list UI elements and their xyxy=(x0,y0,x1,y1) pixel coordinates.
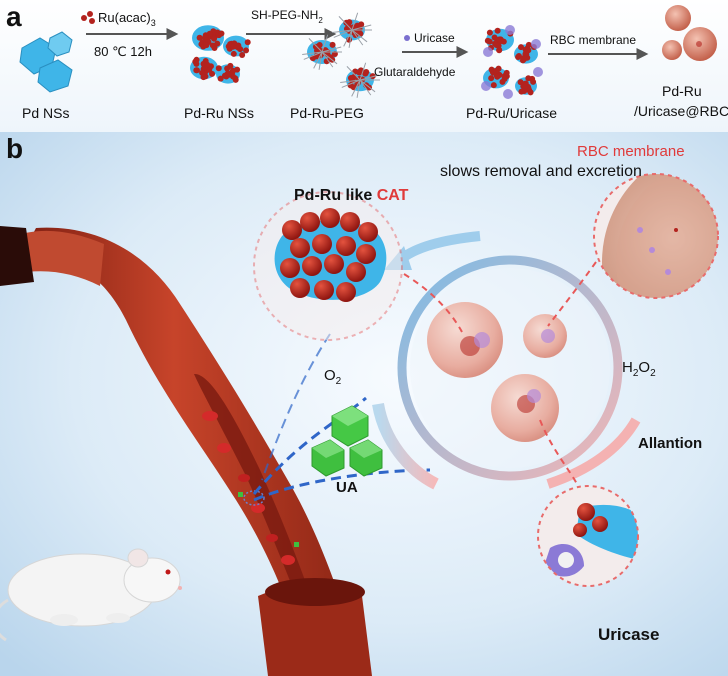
o2-label: O2 xyxy=(324,367,342,387)
panel-b-letter: b xyxy=(6,133,23,164)
h2o2-label: H2O2 xyxy=(622,359,656,379)
pd-nanosheets-icon xyxy=(19,31,73,93)
uric-acid-cubes-icon xyxy=(311,405,383,477)
mouse-icon xyxy=(0,548,182,642)
blood-vessel xyxy=(0,226,372,676)
uricase-dot-icon xyxy=(404,35,410,41)
pdru-cat-label: Pd-Ru like CAT xyxy=(294,187,409,204)
uricase-zoom xyxy=(537,485,639,587)
zoom-line-rbc xyxy=(547,261,597,327)
final-label-line1: Pd-Ru xyxy=(662,83,702,99)
pd-ru-zoom xyxy=(253,191,403,341)
pd-ru-uricase-icon xyxy=(481,25,543,99)
reagent-3-label: Uricase xyxy=(414,31,455,45)
reagent-2-label: SH-PEG-NH2 xyxy=(251,8,323,25)
rbc-membrane-label: RBC membrane xyxy=(577,143,685,160)
pd-nss-label: Pd NSs xyxy=(22,105,69,121)
zoom-line-uricase xyxy=(539,419,579,487)
final-label-line2: /Uricase@RBC xyxy=(634,103,728,119)
condition-1-label: 80 ℃ 12h xyxy=(94,44,152,59)
rbc-sub-label: slows removal and excretion xyxy=(440,163,642,180)
ru-precursor-icon xyxy=(81,11,95,24)
vessel-cells xyxy=(202,411,299,565)
pd-ru-peg-icon xyxy=(302,12,380,98)
pd-ru-uricase-label: Pd-Ru/Uricase xyxy=(466,105,557,121)
reagent-4-label: RBC membrane xyxy=(550,33,636,47)
uricase-label: Uricase xyxy=(598,625,659,644)
glutaraldehyde-label: Glutaraldehyde xyxy=(374,65,456,79)
reagent-1-label: Ru(acac)3 xyxy=(98,10,156,28)
rbc-membrane-zoom xyxy=(593,173,719,299)
ua-label: UA xyxy=(336,479,358,496)
catalytic-cycle-ring xyxy=(397,255,623,481)
pd-ru-uricase-rbc-icon xyxy=(662,5,717,61)
allantion-label: Allantion xyxy=(638,435,702,452)
pd-ru-nss-icon xyxy=(190,25,251,84)
panel-a-background xyxy=(0,0,728,132)
pd-ru-nss-label: Pd-Ru NSs xyxy=(184,105,254,121)
panel-a-letter: a xyxy=(6,1,22,32)
pd-ru-peg-label: Pd-Ru-PEG xyxy=(290,105,364,121)
